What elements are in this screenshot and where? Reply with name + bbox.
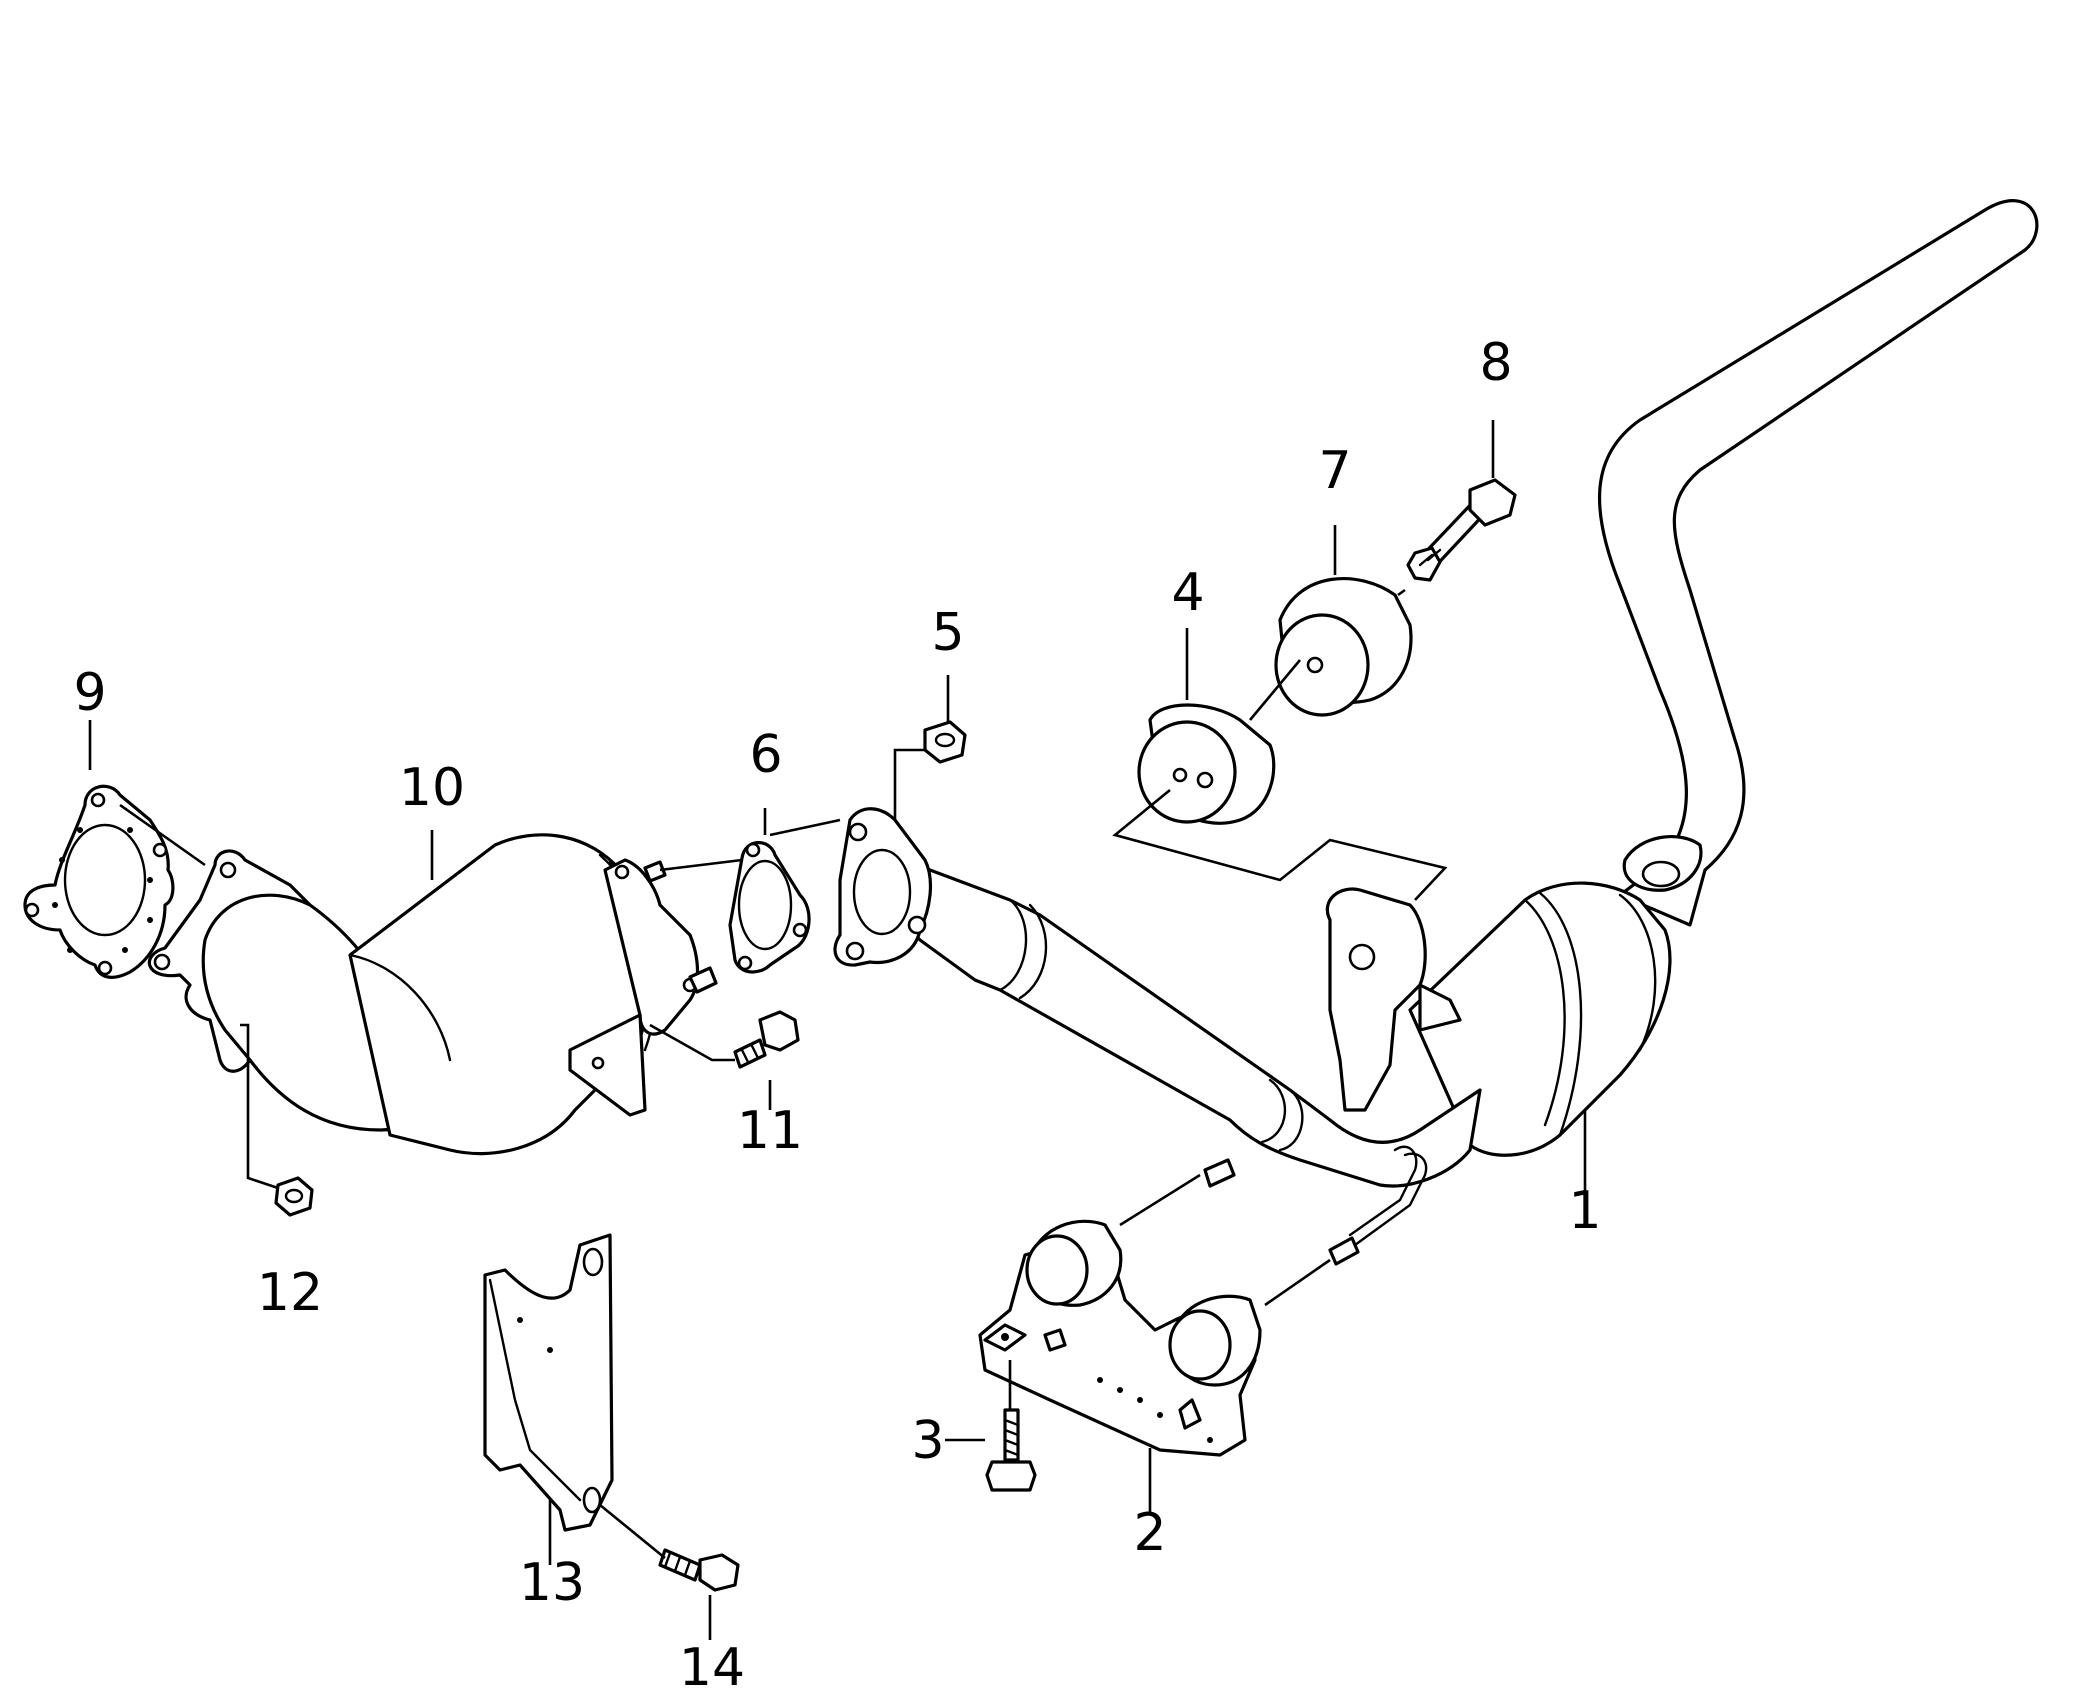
- part-3-screw[interactable]: [985, 1408, 1037, 1492]
- callout-13: 13: [519, 1553, 585, 1613]
- part-2-bracket[interactable]: [978, 1219, 1262, 1457]
- callout-2: 2: [1133, 1503, 1166, 1563]
- part-13-bracket[interactable]: [483, 1233, 614, 1532]
- part-1-pipe-with-catalytic-converter[interactable]: [833, 199, 2039, 1266]
- leader-6: [659, 808, 841, 872]
- leader-9: [88, 720, 206, 867]
- callout-9: 9: [73, 663, 106, 723]
- leader-12: [240, 1023, 279, 1190]
- callout-10: 10: [399, 758, 465, 818]
- callout-5: 5: [931, 603, 964, 663]
- leader-8: [1397, 420, 1495, 597]
- callout-3: 3: [911, 1411, 944, 1471]
- leader-5: [893, 675, 950, 820]
- callout-11: 11: [737, 1101, 803, 1161]
- part-5-nut[interactable]: [923, 720, 967, 764]
- callout-8: 8: [1479, 333, 1512, 393]
- part-4-rubber-mount[interactable]: [1137, 703, 1276, 825]
- leader-14: [599, 1503, 712, 1640]
- part-9-gasket[interactable]: [23, 784, 175, 979]
- callout-7: 7: [1318, 441, 1351, 501]
- part-6-gasket[interactable]: [728, 841, 811, 974]
- callout-14: 14: [679, 1638, 745, 1698]
- callout-4: 4: [1171, 563, 1204, 623]
- leader-11: [649, 1023, 772, 1110]
- callout-6: 6: [749, 725, 782, 785]
- callout-1: 1: [1568, 1181, 1601, 1241]
- part-7-rubber-mount[interactable]: [1274, 577, 1413, 717]
- part-8-bolt[interactable]: [1406, 478, 1517, 582]
- leader-7: [1249, 525, 1337, 721]
- leader-mount-studs: [1119, 1173, 1331, 1307]
- part-12-nut[interactable]: [274, 1176, 314, 1217]
- callout-labels: 1 2 3 4 5 6 7 8 9 10 11 12 13 14: [73, 333, 1601, 1698]
- leader-4: [1112, 628, 1448, 901]
- callout-12: 12: [257, 1263, 323, 1323]
- part-11-bolt[interactable]: [733, 1010, 800, 1069]
- part-14-bolt[interactable]: [658, 1548, 740, 1592]
- leader-3: [945, 1360, 1012, 1442]
- leader-lines: [88, 420, 1587, 1640]
- part-10-front-catalytic-converter[interactable]: [147, 833, 718, 1156]
